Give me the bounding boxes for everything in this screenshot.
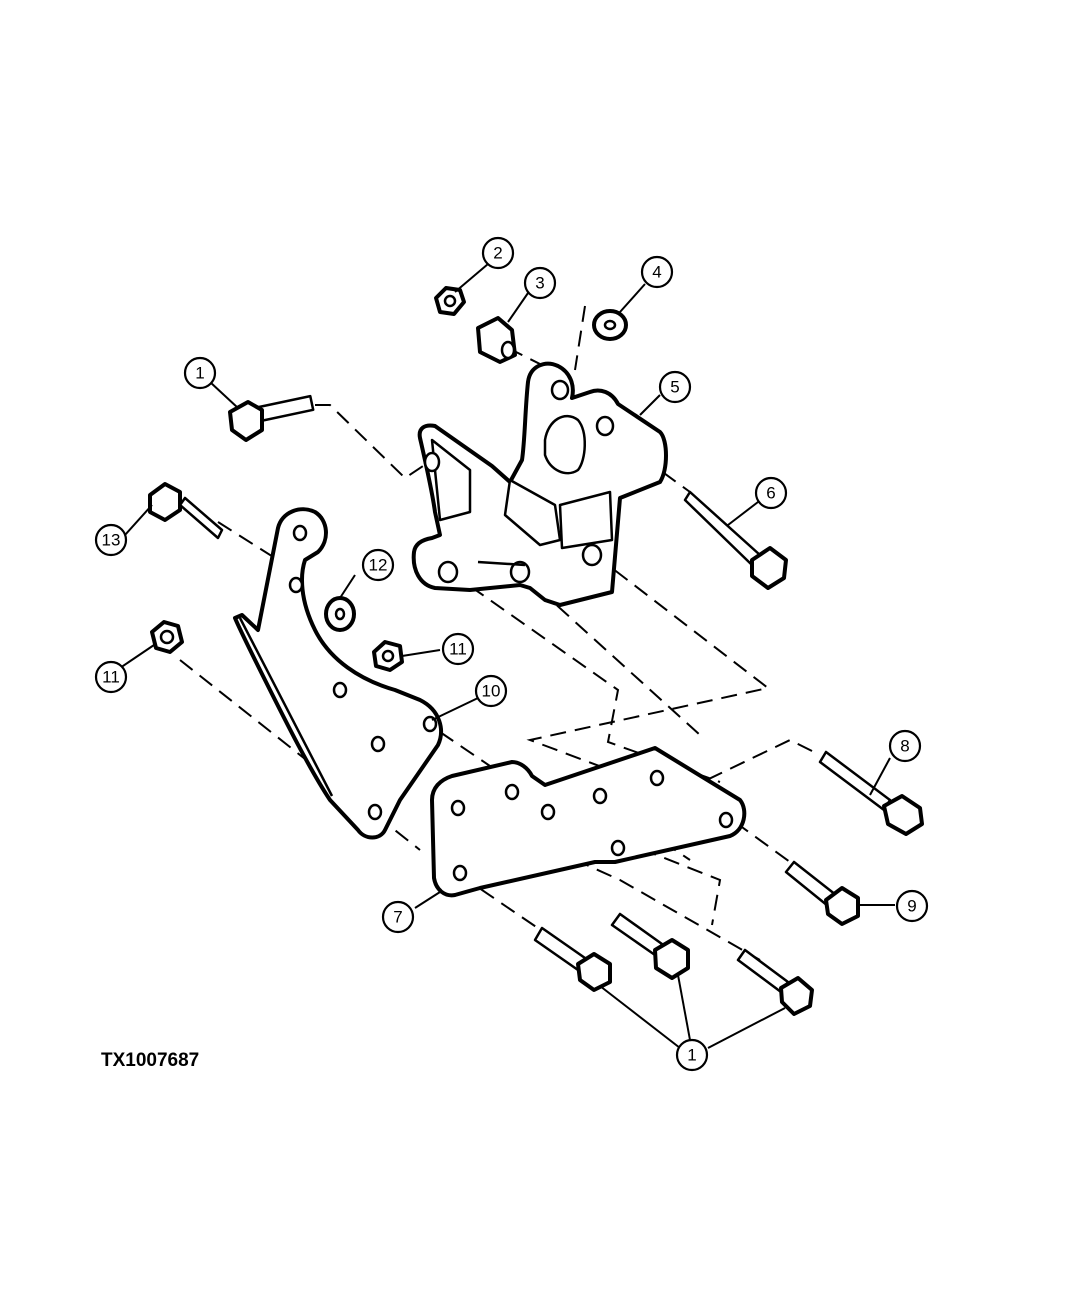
svg-text:10: 10 xyxy=(482,682,501,701)
callout-8: 8 xyxy=(888,729,922,763)
svg-text:11: 11 xyxy=(102,668,120,687)
callout-3: 3 xyxy=(523,266,557,300)
cap-screw-icon xyxy=(784,860,860,926)
side-plate xyxy=(233,507,443,840)
svg-text:11: 11 xyxy=(449,640,467,659)
callout-9: 9 xyxy=(895,889,929,923)
mounting-bracket xyxy=(411,361,668,607)
cap-screw-icon xyxy=(683,490,788,590)
callout-13: 13 xyxy=(94,523,128,557)
callout-1-bottom: 1 xyxy=(675,1038,709,1072)
callouts: 1 2 3 4 5 6 1 7 xyxy=(94,236,929,1072)
washer-icon xyxy=(592,309,628,341)
cap-screw-icon xyxy=(533,926,612,992)
cap-screw-icon xyxy=(736,948,814,1016)
svg-text:6: 6 xyxy=(766,484,775,503)
callout-5: 5 xyxy=(658,370,692,404)
figure-id: TX1007687 xyxy=(101,1050,199,1071)
base-plate xyxy=(430,746,747,898)
callout-12: 12 xyxy=(361,548,395,582)
svg-text:12: 12 xyxy=(369,556,388,575)
svg-text:1: 1 xyxy=(687,1046,696,1065)
svg-text:13: 13 xyxy=(102,531,121,550)
hardware xyxy=(148,286,924,1016)
svg-text:9: 9 xyxy=(907,897,916,916)
cap-screw-icon xyxy=(610,912,690,980)
svg-text:7: 7 xyxy=(393,908,402,927)
svg-text:3: 3 xyxy=(535,274,544,293)
svg-text:2: 2 xyxy=(493,244,502,263)
callout-10: 10 xyxy=(474,674,508,708)
svg-text:4: 4 xyxy=(652,263,661,282)
callout-6: 6 xyxy=(754,476,788,510)
svg-text:1: 1 xyxy=(195,364,204,383)
cap-screw-icon xyxy=(818,750,924,836)
callout-2: 2 xyxy=(481,236,515,270)
cap-screw-icon xyxy=(228,394,315,442)
callout-4: 4 xyxy=(640,255,674,289)
callout-1: 1 xyxy=(183,356,217,390)
callout-7: 7 xyxy=(381,900,415,934)
cap-screw-icon xyxy=(148,482,224,540)
callout-11-right: 11 xyxy=(441,632,475,666)
svg-text:5: 5 xyxy=(670,378,679,397)
leader-lines xyxy=(119,263,895,1049)
callout-11-left: 11 xyxy=(94,660,128,694)
svg-text:8: 8 xyxy=(900,737,909,756)
washer-icon xyxy=(324,596,356,632)
spacer-icon xyxy=(476,316,517,364)
